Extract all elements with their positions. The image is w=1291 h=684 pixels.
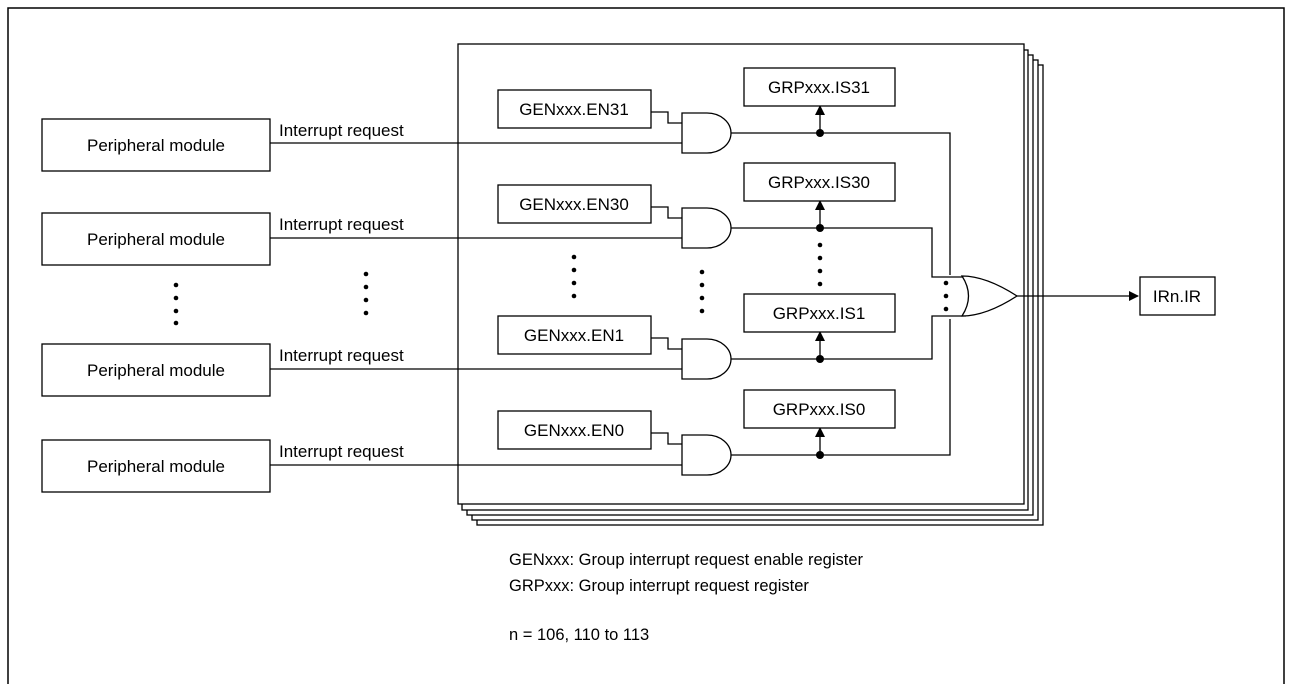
and-gate [681,112,732,154]
figure-frame [7,7,1285,684]
peripheral-module: Peripheral module [41,343,271,397]
legend-grp: GRPxxx: Group interrupt request register [509,577,809,595]
status-register: GRPxxx.IS1 [743,293,896,333]
enable-register: GENxxx.EN31 [497,89,652,129]
enable-register-label: GENxxx.EN0 [524,421,624,440]
and-gate [681,434,732,476]
status-register-label: GRPxxx.IS31 [768,78,870,97]
peripheral-module: Peripheral module [41,212,271,266]
and-gate [681,207,732,249]
peripheral-module-label: Peripheral module [87,136,225,155]
or-gate [960,275,1019,317]
peripheral-modules: Peripheral module Peripheral module Peri… [41,118,271,493]
ellipsis-dots-enable [571,254,577,299]
legend: GENxxx: Group interrupt request enable r… [509,551,864,644]
status-register-label: GRPxxx.IS0 [773,400,866,419]
interrupt-request-label: Interrupt request [279,442,404,461]
output-register: IRn.IR [1139,276,1216,316]
enable-register: GENxxx.EN1 [497,315,652,355]
peripheral-module-label: Peripheral module [87,457,225,476]
peripheral-module-label: Peripheral module [87,361,225,380]
status-register-label: GRPxxx.IS1 [773,304,866,323]
ellipsis-dots [173,242,949,326]
wires [270,105,1139,466]
output-register-label: IRn.IR [1153,287,1201,306]
legend-gen: GENxxx: Group interrupt request enable r… [509,551,864,569]
interrupt-request-label: Interrupt request [279,215,404,234]
interrupt-request-label: Interrupt request [279,121,404,140]
enable-register-label: GENxxx.EN1 [524,326,624,345]
ellipsis-dots-gate [699,269,705,314]
ellipsis-dots-left [173,282,179,326]
enable-register-label: GENxxx.EN30 [519,195,629,214]
panel-stack [457,43,1044,526]
status-register-label: GRPxxx.IS30 [768,173,870,192]
status-register: GRPxxx.IS30 [743,162,896,202]
interrupt-request-label: Interrupt request [279,346,404,365]
and-gates [681,112,732,476]
peripheral-module: Peripheral module [41,439,271,493]
legend-n: n = 106, 110 to 113 [509,626,649,644]
enable-registers: GENxxx.EN31 GENxxx.EN30 GENxxx.EN1 GENxx… [497,89,652,450]
signal-labels: Interrupt request Interrupt request Inte… [279,121,404,461]
enable-register-label: GENxxx.EN31 [519,100,629,119]
and-gate [681,338,732,380]
status-register: GRPxxx.IS31 [743,67,896,107]
ellipsis-dots-or-input [943,280,949,312]
peripheral-module: Peripheral module [41,118,271,172]
peripheral-module-label: Peripheral module [87,230,225,249]
enable-register: GENxxx.EN0 [497,410,652,450]
enable-register: GENxxx.EN30 [497,184,652,224]
status-register: GRPxxx.IS0 [743,389,896,429]
ellipsis-dots-signal [363,271,369,316]
status-registers: GRPxxx.IS31 GRPxxx.IS30 GRPxxx.IS1 GRPxx… [743,67,896,429]
junction-dots [816,129,824,459]
ellipsis-dots-status [817,242,823,287]
